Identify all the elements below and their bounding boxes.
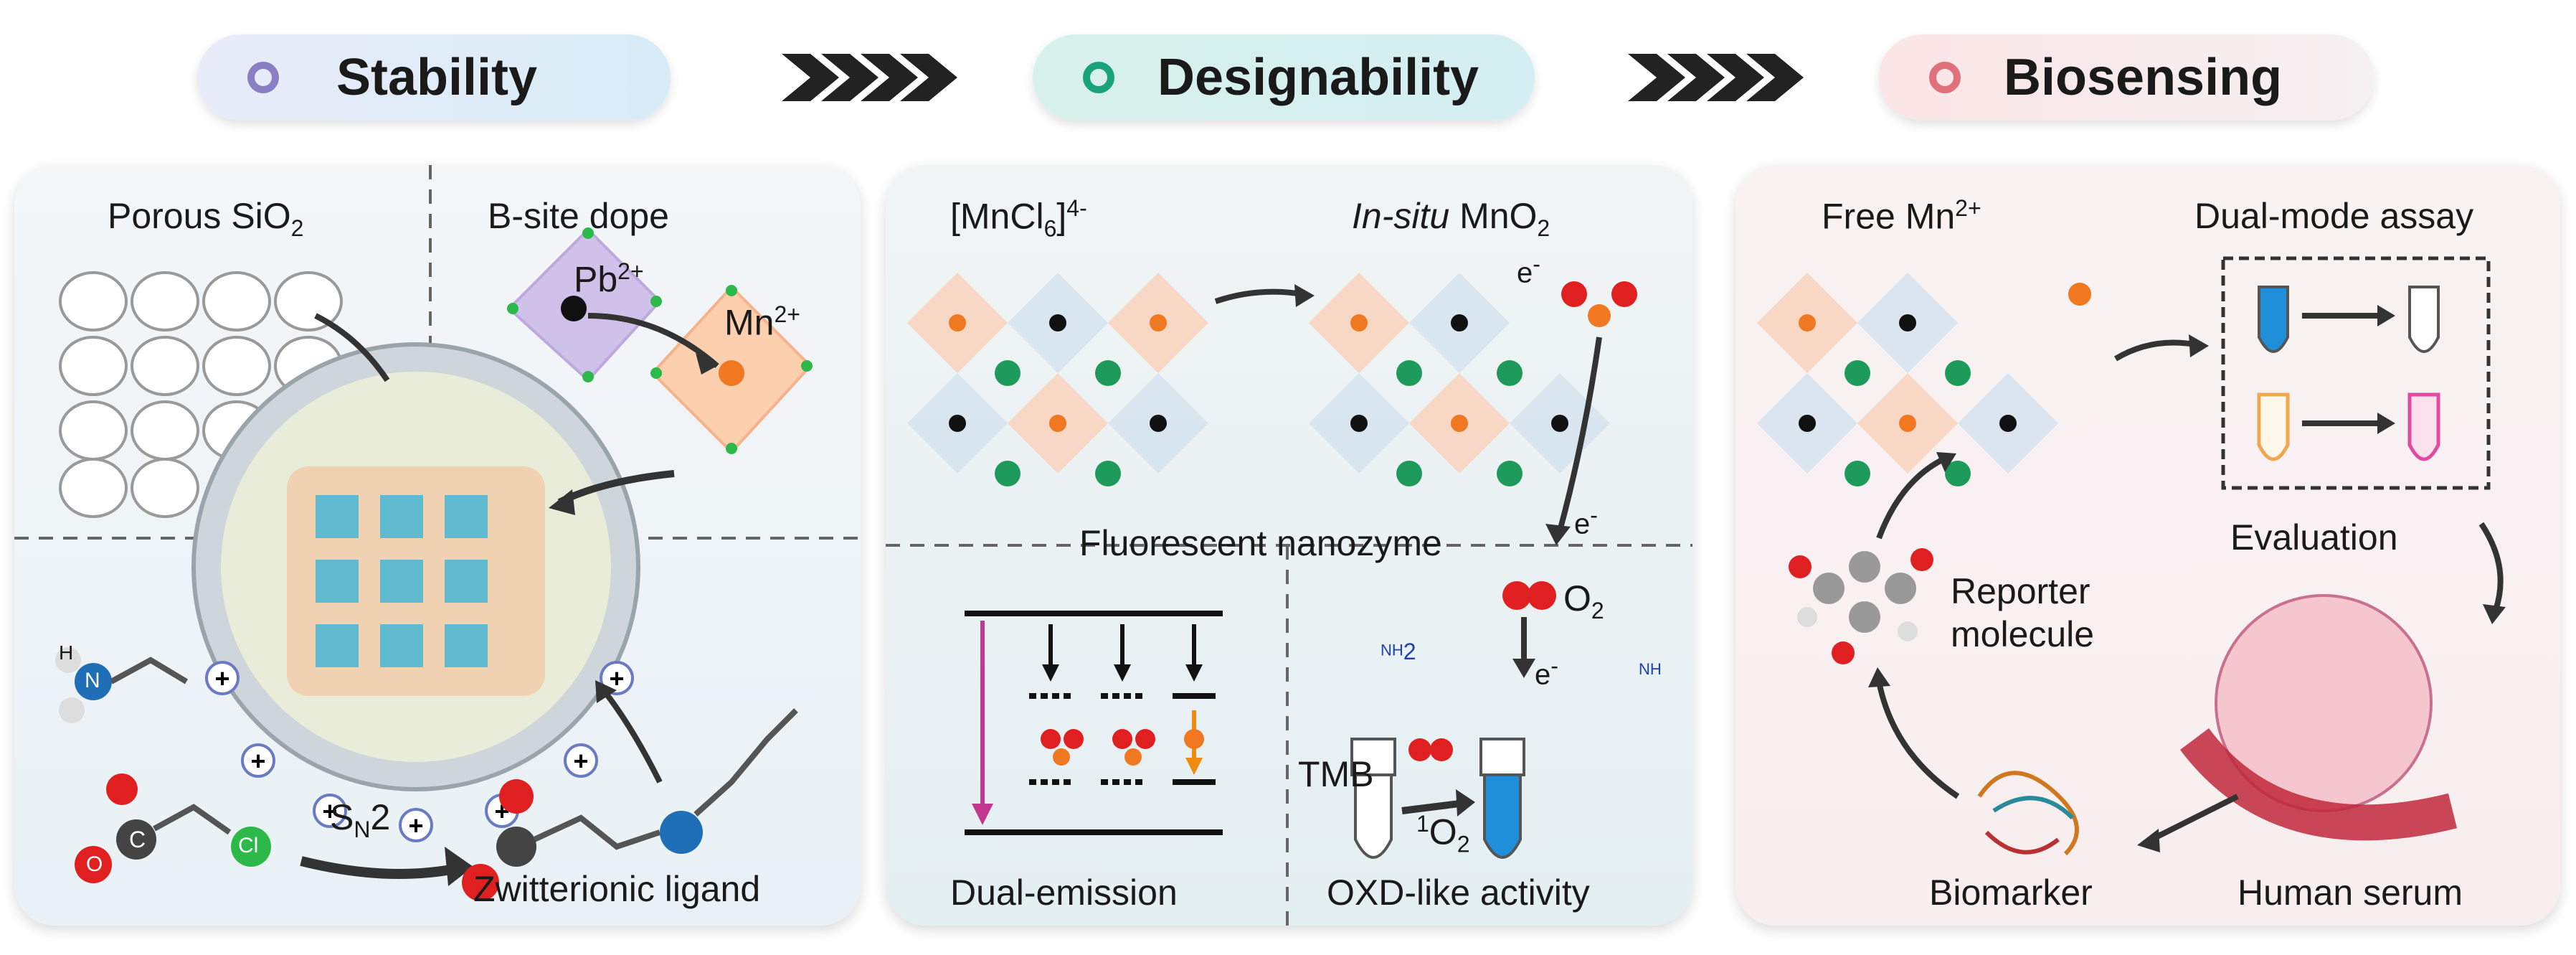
oxd-activity-label: OXD-like activity <box>1327 872 1590 913</box>
dual-emission-label: Dual-emission <box>950 872 1178 913</box>
o2-label: O2 <box>1563 578 1604 624</box>
reporter-label-1: Reporter <box>1951 571 2090 611</box>
o-atom-label: O <box>86 852 103 876</box>
circle-icon <box>1929 62 1961 93</box>
reporter-molecule <box>1789 548 1933 664</box>
dual-mode-label: Dual-mode assay <box>2194 196 2474 236</box>
designability-pill: Designability <box>1033 34 1535 121</box>
porous-sio2-label: Porous SiO2 <box>108 196 304 241</box>
biosensing-pill: Biosensing <box>1879 34 2374 121</box>
electron-label-1: e- <box>1517 251 1540 289</box>
c-atom-label: C <box>129 827 146 852</box>
nh-label: NH <box>1639 660 1662 678</box>
human-serum-label: Human serum <box>2238 872 2463 913</box>
svg-text:+: + <box>408 811 423 840</box>
mncl6-label: [MnCl6]4- <box>950 195 1087 242</box>
insitu-mno2-label: In-situ MnO2 <box>1352 196 1550 241</box>
biomarker-label: Biomarker <box>1929 872 2093 913</box>
designability-panel: [MnCl6]4- In-situ MnO2 e- e- Fluorescent… <box>886 165 1692 926</box>
n-atom-label: N <box>85 669 100 692</box>
circle-icon <box>1083 62 1114 93</box>
cl-atom-label: Cl <box>238 834 259 857</box>
chevron-right-icon <box>821 54 879 101</box>
fluorescent-nanozyme-label: Fluorescent nanozyme <box>1079 523 1442 563</box>
tube-white <box>1350 738 1396 859</box>
singlet-oxygen-label: 1O2 <box>1416 811 1470 857</box>
chevron-right-icon <box>782 54 839 101</box>
electron-label-3: e- <box>1535 653 1558 691</box>
stability-graphics: + + + + + + + <box>14 165 861 901</box>
bsite-dope-label: B-site dope <box>488 196 669 236</box>
chevron-right-icon <box>1667 54 1725 101</box>
svg-text:+: + <box>250 746 265 776</box>
energy-diagram <box>965 611 1223 835</box>
chevron-group-1 <box>782 54 957 101</box>
chevron-right-icon <box>861 54 918 101</box>
designability-graphics <box>886 273 1692 926</box>
free-mn-label: Free Mn2+ <box>1822 195 1981 237</box>
svg-text:+: + <box>609 664 624 693</box>
nh2-label: NH2 <box>1381 639 1416 664</box>
svg-text:+: + <box>573 746 588 776</box>
pb-label: Pb2+ <box>574 258 644 300</box>
reporter-label-2: molecule <box>1951 614 2095 654</box>
electron-label-2: e- <box>1574 502 1598 540</box>
mno2-lattice <box>1309 273 1610 486</box>
chevron-right-icon <box>1628 54 1685 101</box>
biomarker-protein <box>1977 771 2079 856</box>
chevron-right-icon <box>1707 54 1764 101</box>
biosensing-graphics <box>1757 256 2506 856</box>
circle-icon <box>247 62 279 93</box>
evaluation-label: Evaluation <box>2230 517 2398 558</box>
mn-label: Mn2+ <box>724 301 800 343</box>
mncl6-lattice <box>907 273 1208 486</box>
chevron-group-2 <box>1628 54 1804 101</box>
svg-text:+: + <box>322 796 337 826</box>
stability-pill: Stability <box>197 34 671 121</box>
zwitterionic-ligand-label: Zwitterionic ligand <box>473 869 761 909</box>
stability-panel: + + + + + + + Porous SiO2 B-site dope Pb… <box>14 165 861 926</box>
svg-text:+: + <box>214 664 229 693</box>
stability-title: Stability <box>336 49 538 106</box>
lattice-free-mn <box>1757 273 2058 486</box>
chevron-right-icon <box>900 54 957 101</box>
chevron-right-icon <box>1746 54 1804 101</box>
tube-blue <box>1479 738 1525 859</box>
designability-title: Designability <box>1157 49 1479 106</box>
h-atom-label: H <box>59 641 74 664</box>
sn2-label: SN2 <box>330 797 391 842</box>
biosensing-panel: Free Mn2+ Dual-mode assay Evaluation Rep… <box>1736 165 2560 926</box>
tmb-label: TMB <box>1298 754 1374 794</box>
biosensing-title: Biosensing <box>2004 49 2283 106</box>
